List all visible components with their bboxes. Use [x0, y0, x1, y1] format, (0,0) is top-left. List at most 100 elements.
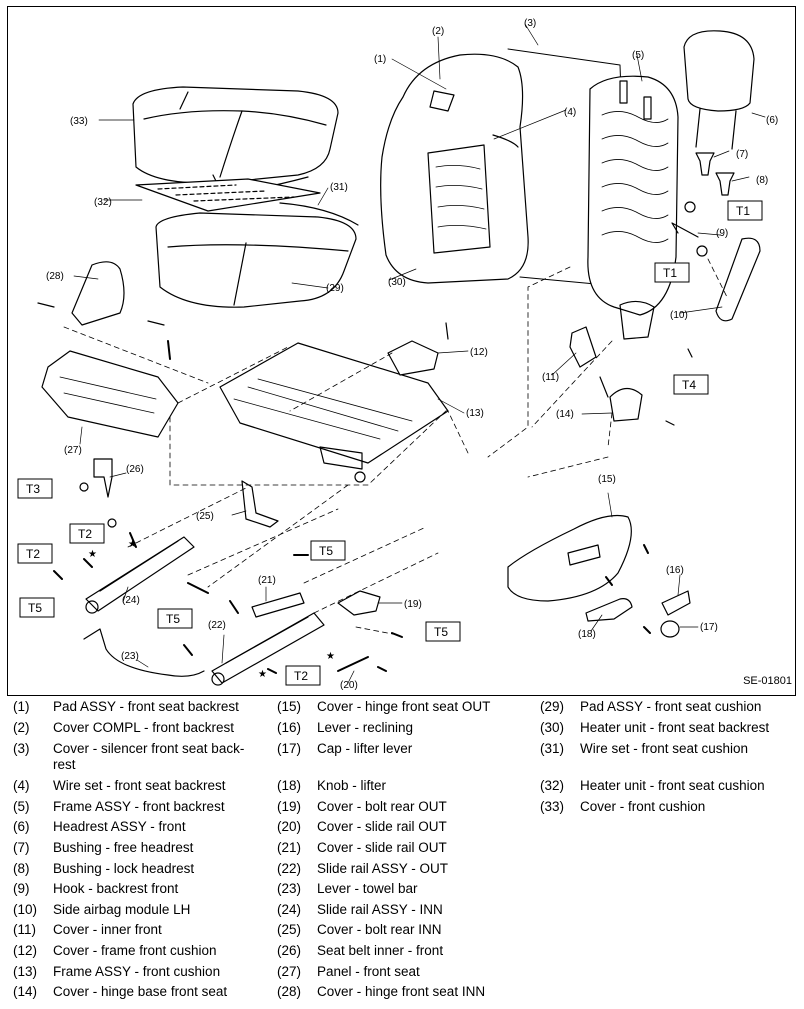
bolt-t4 [687, 348, 693, 358]
callout-3: (3) [524, 18, 536, 29]
svg-text:T4: T4 [682, 378, 696, 392]
star-marker: ★ [88, 549, 97, 560]
torque-tag-t5-b: T5 [310, 540, 346, 561]
callout-16: (16) [666, 565, 684, 576]
callout-7: (7) [736, 149, 748, 160]
svg-text:T2: T2 [78, 527, 92, 541]
nut-t1-lower [696, 245, 708, 257]
callout-14: (14) [556, 409, 574, 420]
projection-lines [63, 258, 729, 636]
callout-29: (29) [326, 283, 344, 294]
star-marker: ★ [326, 651, 335, 662]
callout-8: (8) [756, 175, 768, 186]
callout-20: (20) [340, 680, 358, 691]
torque-tag-t5-d: T5 [425, 621, 461, 642]
callout-24: (24) [122, 595, 140, 606]
slide-rail-out [211, 612, 325, 686]
bushing-lock [715, 172, 735, 196]
reclining-lever [661, 590, 691, 616]
callout-17: (17) [700, 622, 718, 633]
torque-tag-t1-upper: T1 [727, 200, 763, 221]
screws-28 [37, 302, 165, 326]
washer-26 [107, 518, 117, 528]
torque-tag-t4: T4 [673, 374, 709, 395]
callout-23: (23) [121, 651, 139, 662]
backrest-frame [587, 75, 679, 340]
callout-27: (27) [64, 445, 82, 456]
torque-tag-t3: T3 [17, 478, 53, 499]
callout-10: (10) [670, 310, 688, 321]
lifter-lever-cap [660, 620, 680, 638]
side-airbag-module [715, 237, 761, 322]
svg-text:T5: T5 [434, 625, 448, 639]
torque-tag-t5-c: T5 [157, 608, 193, 629]
backrest-hook [671, 222, 699, 238]
svg-text:T1: T1 [663, 266, 677, 280]
svg-text:T5: T5 [319, 544, 333, 558]
callout-18: (18) [578, 629, 596, 640]
bolt-cover-rear-out [337, 590, 381, 616]
callout-30: (30) [388, 277, 406, 288]
callout-12: (12) [470, 347, 488, 358]
towel-bar-lever [83, 628, 205, 677]
svg-text:T5: T5 [28, 601, 42, 615]
callout-28: (28) [46, 271, 64, 282]
lifter-knob [585, 598, 633, 622]
frame-cushion-cover [387, 340, 439, 376]
callout-19: (19) [404, 599, 422, 610]
nut-t1-upper [684, 201, 696, 213]
cushion-heater-unit [135, 178, 321, 212]
callout-21: (21) [258, 575, 276, 586]
leader-lines [73, 23, 766, 684]
front-cushion-cover [132, 86, 339, 196]
torque-tag-t2-a: T2 [69, 523, 105, 544]
callout-31: (31) [330, 182, 348, 193]
slide-rail-cover-out-20 [337, 656, 369, 672]
svg-text:T2: T2 [294, 669, 308, 683]
star-marker: ★ [128, 539, 137, 550]
bushing-free [695, 152, 715, 176]
exploded-diagram: (1) (2) (3) (4) (5) (6) (7) (8) (9) (10)… [7, 6, 796, 696]
callout-25: (25) [196, 511, 214, 522]
callout-22: (22) [208, 620, 226, 631]
parts-legend: (1)Pad ASSY - front seat backrest (2)Cov… [13, 699, 770, 999]
svg-text:T2: T2 [26, 547, 40, 561]
nut-t3 [79, 482, 89, 492]
torque-tag-t5-a: T5 [19, 597, 55, 618]
slide-rail-cover-out-21 [251, 592, 305, 618]
callout-4: (4) [564, 107, 576, 118]
torque-tag-t1-lower: T1 [654, 262, 690, 283]
hinge-base-cover [609, 387, 643, 422]
callout-9: (9) [716, 228, 728, 239]
bolts [53, 340, 651, 674]
callout-33: (33) [70, 116, 88, 127]
torque-tag-t2-b: T2 [17, 543, 53, 564]
diagram-id: SE-01801 [743, 675, 792, 687]
callout-1: (1) [374, 54, 386, 65]
star-marker: ★ [258, 669, 267, 680]
svg-text:T1: T1 [736, 204, 750, 218]
bolt-cover-rear-inn [241, 480, 279, 528]
callout-11: (11) [542, 372, 559, 383]
screw-12 [445, 322, 449, 340]
hinge-cover-out [507, 514, 632, 602]
callout-5: (5) [632, 50, 644, 61]
callout-32: (32) [94, 197, 112, 208]
cushion-pad [155, 212, 357, 308]
callout-6: (6) [766, 115, 778, 126]
front-seat-panel [41, 350, 179, 438]
slide-rail-inn [85, 536, 195, 614]
torque-tag-t2-c: T2 [285, 665, 321, 686]
svg-text:T5: T5 [166, 612, 180, 626]
screws-14 [599, 376, 675, 426]
diagram-drawing: (1) (2) (3) (4) (5) (6) (7) (8) (9) (10)… [17, 18, 778, 691]
inner-front-cover [569, 326, 597, 368]
hinge-cover-inn [71, 261, 125, 326]
seat-belt-inner [93, 458, 113, 498]
callout-13: (13) [466, 408, 484, 419]
callout-15: (15) [598, 474, 616, 485]
backrest-pad [380, 53, 529, 284]
headrest [683, 30, 755, 150]
callout-26: (26) [126, 464, 144, 475]
callout-2: (2) [432, 26, 444, 37]
